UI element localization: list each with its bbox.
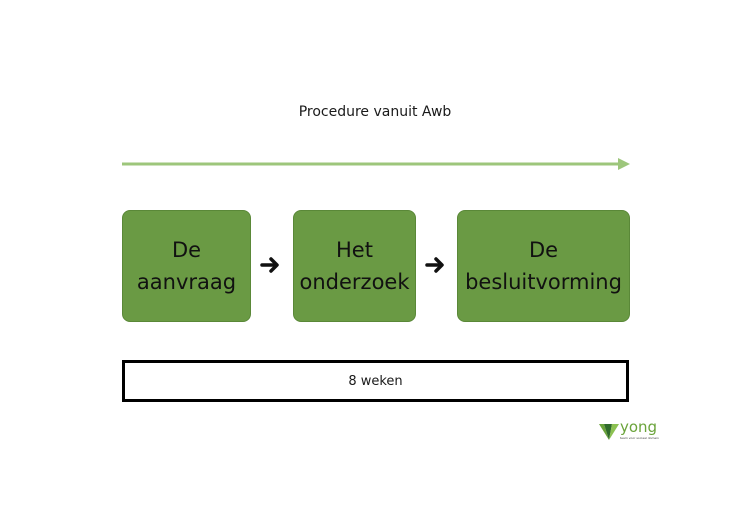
yong-logo: yong team voor sociaal domein [598, 418, 662, 444]
logo-tagline: team voor sociaal domein [620, 436, 659, 440]
diagram-title: Procedure vanuit Awb [298, 104, 452, 120]
step-besluitvorming: De besluitvorming [457, 210, 630, 322]
step-onderzoek: Het onderzoek [293, 210, 416, 322]
duration-label: 8 weken [348, 373, 403, 389]
step-aanvraag: De aanvraag [122, 210, 251, 322]
logo-wordmark: yong [620, 418, 658, 436]
step-label: De aanvraag [136, 238, 237, 294]
timeline-arrow [122, 158, 630, 170]
leaf-logo-icon [599, 424, 619, 440]
step-label: De besluitvorming [465, 238, 622, 294]
arrow-right-icon [260, 257, 279, 273]
duration-bar: 8 weken [122, 360, 629, 402]
arrow-right-icon [425, 257, 444, 273]
step-label: Het onderzoek [299, 238, 410, 294]
